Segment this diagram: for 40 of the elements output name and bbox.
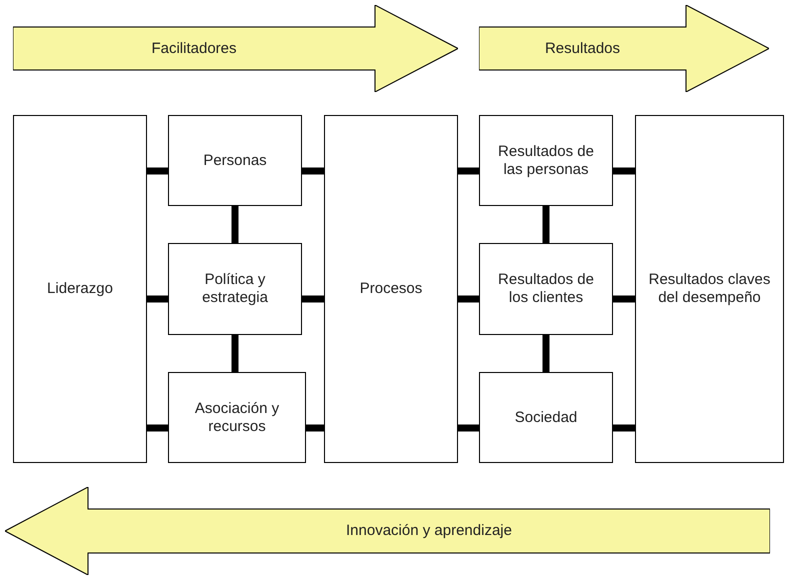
connector-line [147,296,168,302]
connector-line [147,424,168,432]
connector-line [542,335,550,372]
node-label: Asociación y recursos [194,400,280,436]
banner-shape [5,487,770,575]
banner-shape [13,5,458,92]
connector-line [542,206,550,243]
connector-line [302,168,324,174]
connector-line [232,335,238,372]
node-label: Innovación y aprendizaje [345,522,513,540]
node-label: Resultados claves del desempeño [648,271,772,307]
connector-line [147,168,168,174]
node-label: Personas [203,152,267,170]
connector-line [613,168,635,174]
node-label: Resultados [544,40,622,58]
node-label: Procesos [360,280,422,298]
node-label: Sociedad [514,408,578,426]
process-box [479,243,613,335]
process-box [635,115,784,463]
connector-line [232,206,238,243]
process-box [324,115,458,463]
process-box [168,372,306,463]
node-label: Liderazgo [47,280,113,298]
connector-line [306,424,324,432]
node-label: Resultados de los clientes [497,271,595,307]
connector-line [458,296,479,302]
connector-line [613,424,635,432]
process-box [168,243,302,335]
connector-line [302,296,324,302]
node-label: Política y estrategia [201,271,269,307]
banner-shape [479,5,769,92]
process-box [479,372,613,463]
connector-line [458,168,479,174]
node-label: Resultados de las personas [497,142,595,178]
connector-line [458,424,479,432]
process-box [168,115,302,206]
node-label: Facilitadores [150,40,238,58]
connector-line [613,296,635,302]
process-box [13,115,147,463]
process-box [479,115,613,206]
